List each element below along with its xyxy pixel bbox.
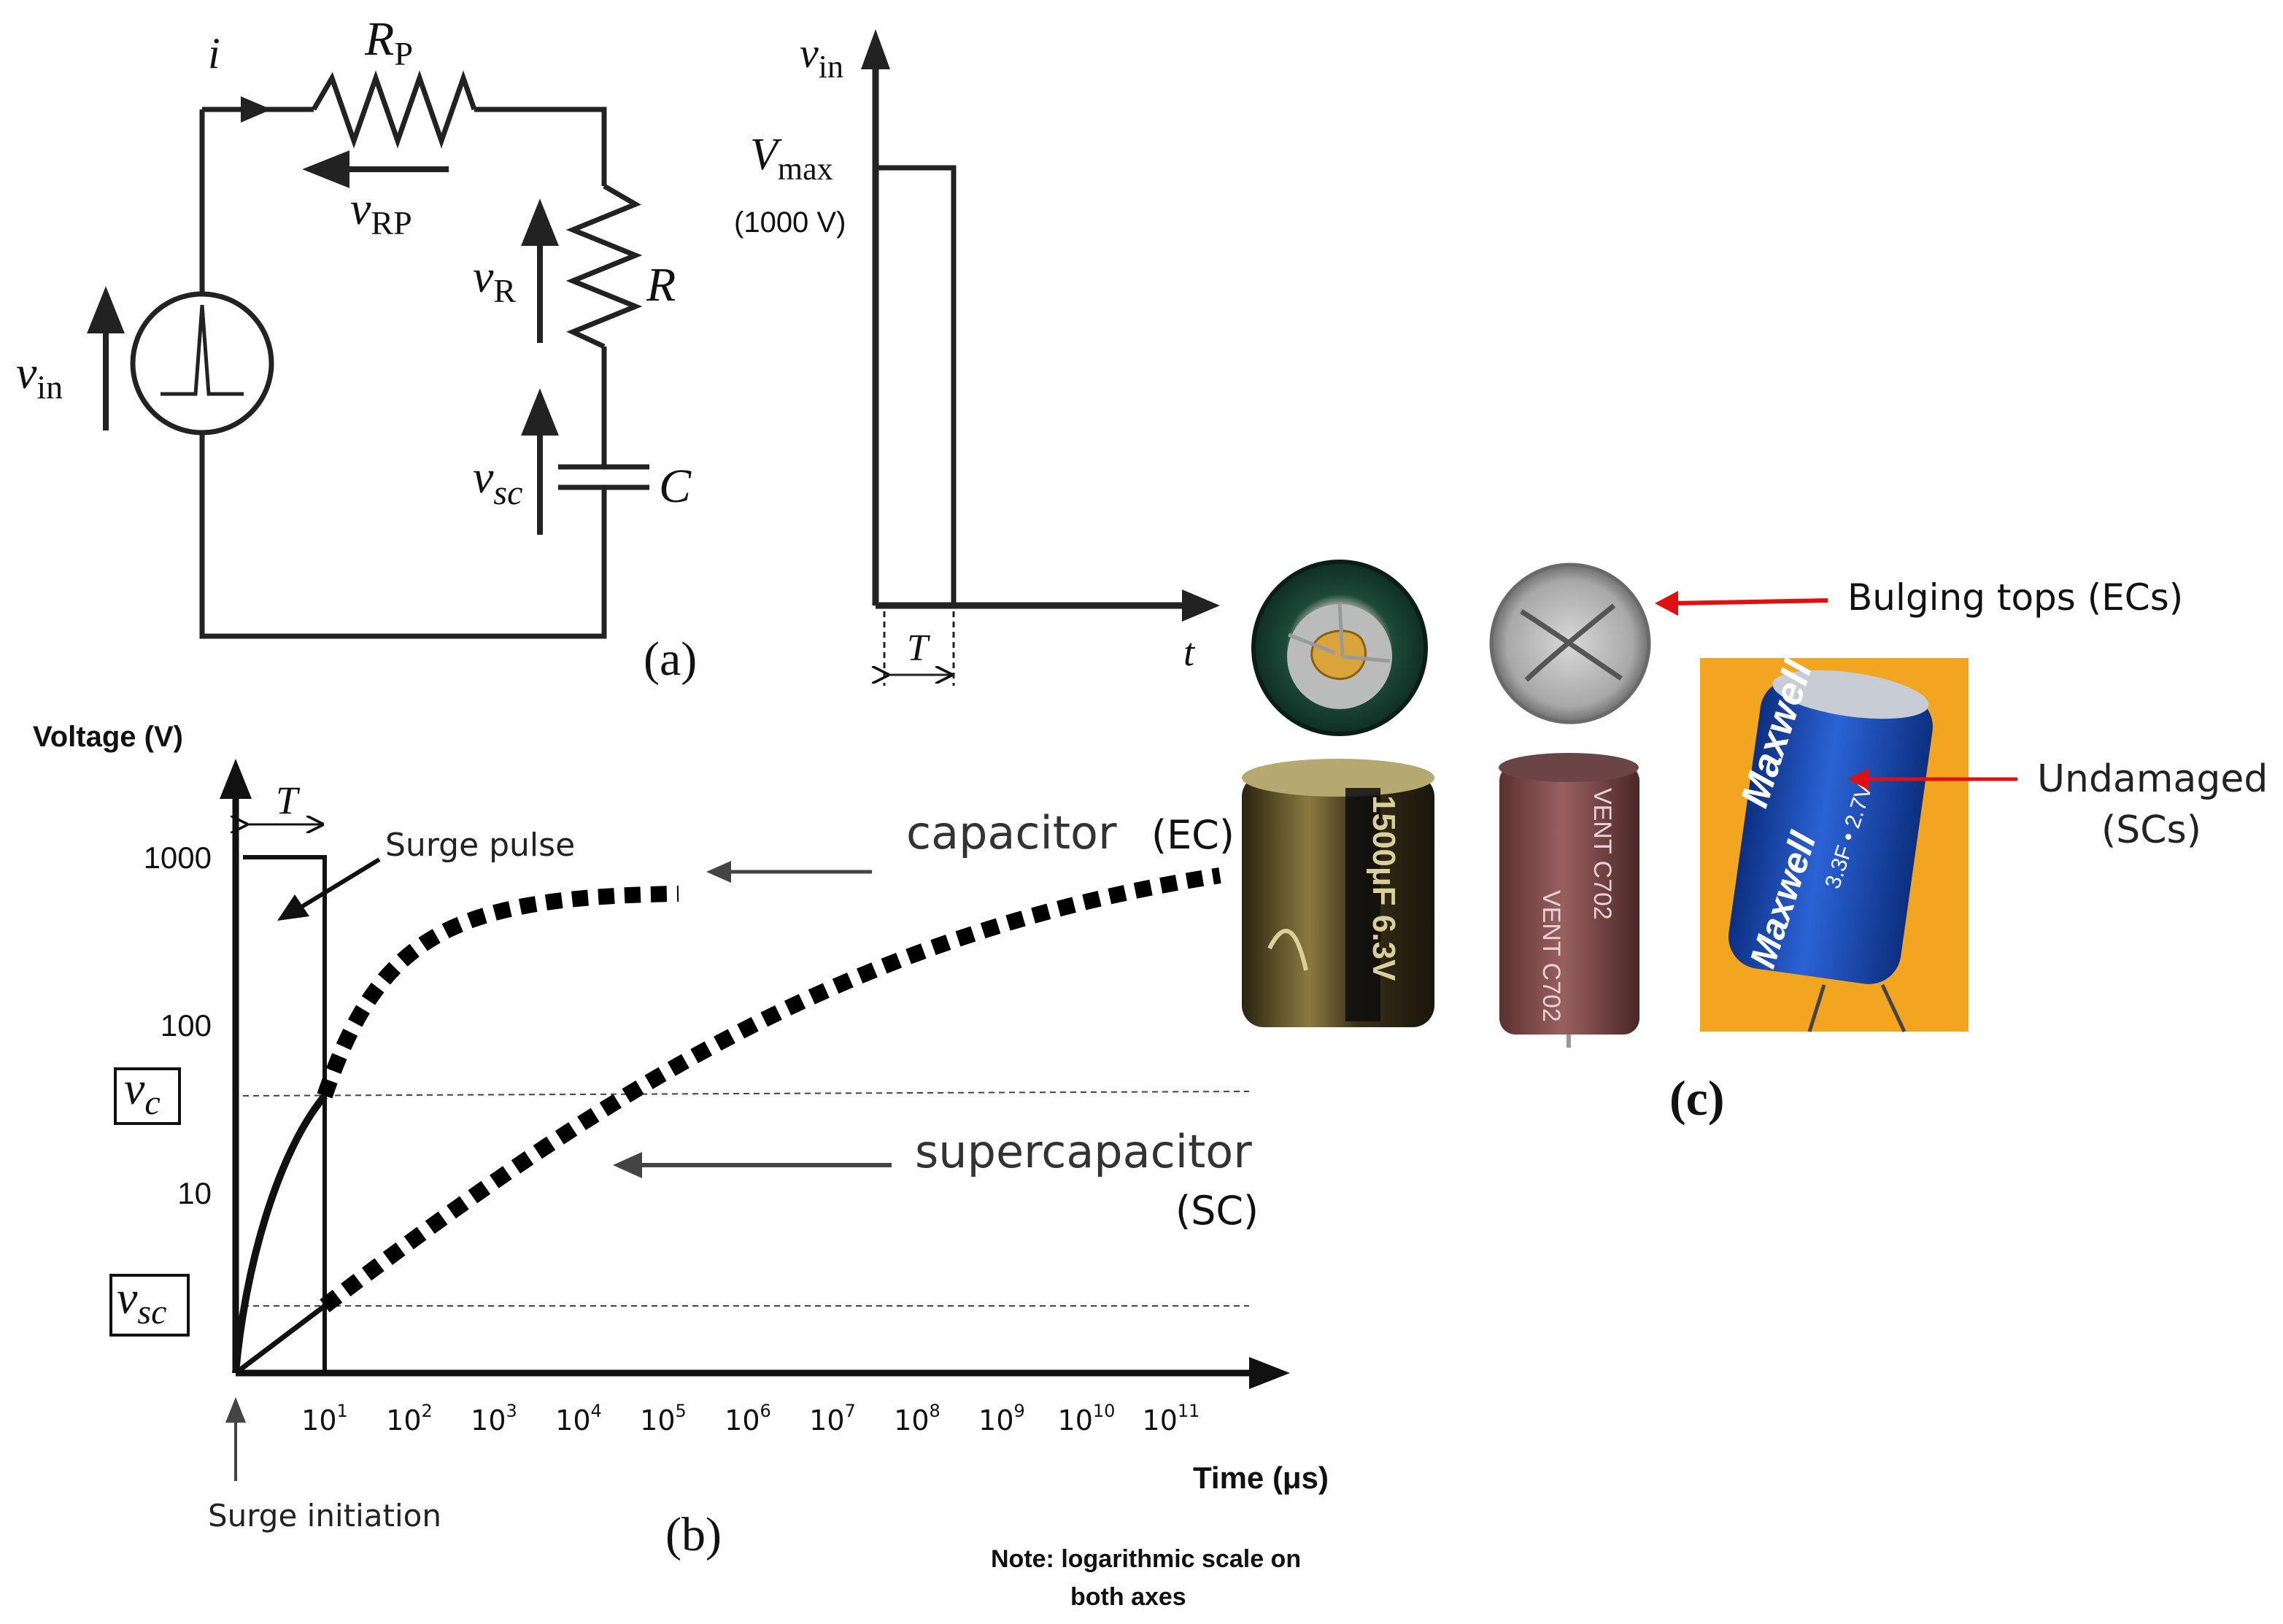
surge-pulse-label: Surge pulse [385,827,575,864]
c-label: C [659,460,692,513]
ec2-body-photo: VENT C702 VENT C702 [1499,753,1639,1048]
panel-a-label: (a) [644,633,697,686]
vc-marker-label: vc [124,1062,161,1122]
circuit-wire [474,107,607,186]
vsc-marker-label: vsc [117,1272,166,1331]
ec2-top-photo [1489,562,1651,724]
surge-initiation-label: Surge initiation [208,1498,441,1534]
pulse-source-symbol [130,291,274,436]
bulging-tops-label: Bulging tops (ECs) [1847,576,2183,619]
x-axis-arrow-icon [1249,1357,1290,1389]
vc-marker-box [114,1067,181,1125]
vrp-label: vRP [350,182,412,241]
sc-photo: Maxwell 3.3F • 2.7V Maxwell [1700,654,1969,1033]
pulse-t-label: T [907,627,930,669]
capacitor-label: capacitor [906,806,1117,859]
vc-reference-line [242,1091,1250,1097]
circuit-wire [199,433,607,639]
vin-circuit-label: vin [16,347,63,406]
y-tick-label: 10 [177,1176,212,1210]
log-chart: Voltage (V) Time (μs) 1000 100 10 101 102 10… [33,721,1329,1534]
resistor-rp-symbol [311,70,477,149]
undamaged-sub-label: (SCs) [2101,808,2201,852]
current-arrow-icon [241,96,271,123]
surge-initiation-arrow-icon [225,1397,246,1423]
surge-pulse-arrow [298,857,381,910]
r-label: R [646,258,676,312]
vr-label: vR [473,250,516,309]
x-tick-label: 107 [809,1401,856,1437]
bulging-arrow [1670,598,1828,606]
y-tick-label: 1000 [144,840,212,875]
x-tick-label: 105 [640,1401,687,1437]
surge-pulse-arrow-icon [277,894,309,921]
x-axis-title: Time (μs) [1193,1461,1329,1495]
circuit-diagram [130,70,649,639]
supercapacitor-dotted-curve [320,867,1221,1312]
undamaged-label: Undamaged [2037,757,2268,801]
x-tick-label: 109 [978,1401,1025,1437]
rp-label: RP [364,12,413,72]
x-tick-label: 102 [386,1401,433,1437]
photo-panel: 1500μF 6.3V VENT C702 VENT C702 Maxwell … [1242,560,2268,1126]
capacitor-arrow-icon [706,861,731,883]
time-axis-label: t [1183,630,1196,674]
x-tick-label: 1011 [1143,1401,1200,1437]
current-label: i [208,29,220,77]
ec1-top-photo [1251,560,1428,736]
vsc-marker-box [109,1274,190,1337]
vmax-label: Vmax [750,130,833,187]
supercapacitor-label: supercapacitor [915,1125,1252,1178]
pulse-t-label: T [276,778,301,822]
y-axis-arrow-icon [220,759,252,799]
note-line-2: both axes [1070,1583,1186,1611]
note-line-1: Note: logarithmic scale on [991,1545,1301,1573]
ec1-body-photo: 1500μF 6.3V [1242,759,1434,1027]
resistor-r-symbol [565,183,643,349]
capacitor-solid-curve [232,1093,328,1374]
capacitor-ec-label: (EC) [1151,812,1235,858]
x-tick-label: 108 [894,1401,940,1437]
y-axis-title: Voltage (V) [33,721,183,753]
svg-text:VENT C702: VENT C702 [1588,788,1616,920]
x-tick-label: 101 [301,1401,348,1437]
surge-pulse-line [243,855,327,1373]
supercapacitor-arrow-icon [613,1152,642,1178]
x-tick-label: 103 [471,1401,517,1437]
supercapacitor-sc-label: (SC) [1175,1188,1259,1234]
pulse-plot [861,29,1220,686]
y-tick-label: 100 [161,1008,212,1043]
capacitor-symbol [558,464,649,490]
panel-b-label: (b) [665,1508,722,1561]
x-tick-label: 1010 [1058,1401,1116,1437]
vsc-circuit-label: vsc [473,451,522,512]
svg-text:VENT C702: VENT C702 [1537,890,1565,1022]
vmax-value: (1000 V) [734,206,846,239]
capacitor-dotted-curve [317,886,679,1099]
x-tick-label: 104 [555,1401,602,1437]
pulse-vin-label: vin [800,29,843,85]
svg-text:1500μF 6.3V: 1500μF 6.3V [1366,795,1402,981]
x-tick-label: 106 [725,1401,771,1437]
supercapacitor-solid-curve [233,1304,327,1375]
pulse-waveform [876,165,957,606]
panel-c-label: (c) [1669,1070,1724,1126]
pulse-source-waveform [161,304,244,396]
